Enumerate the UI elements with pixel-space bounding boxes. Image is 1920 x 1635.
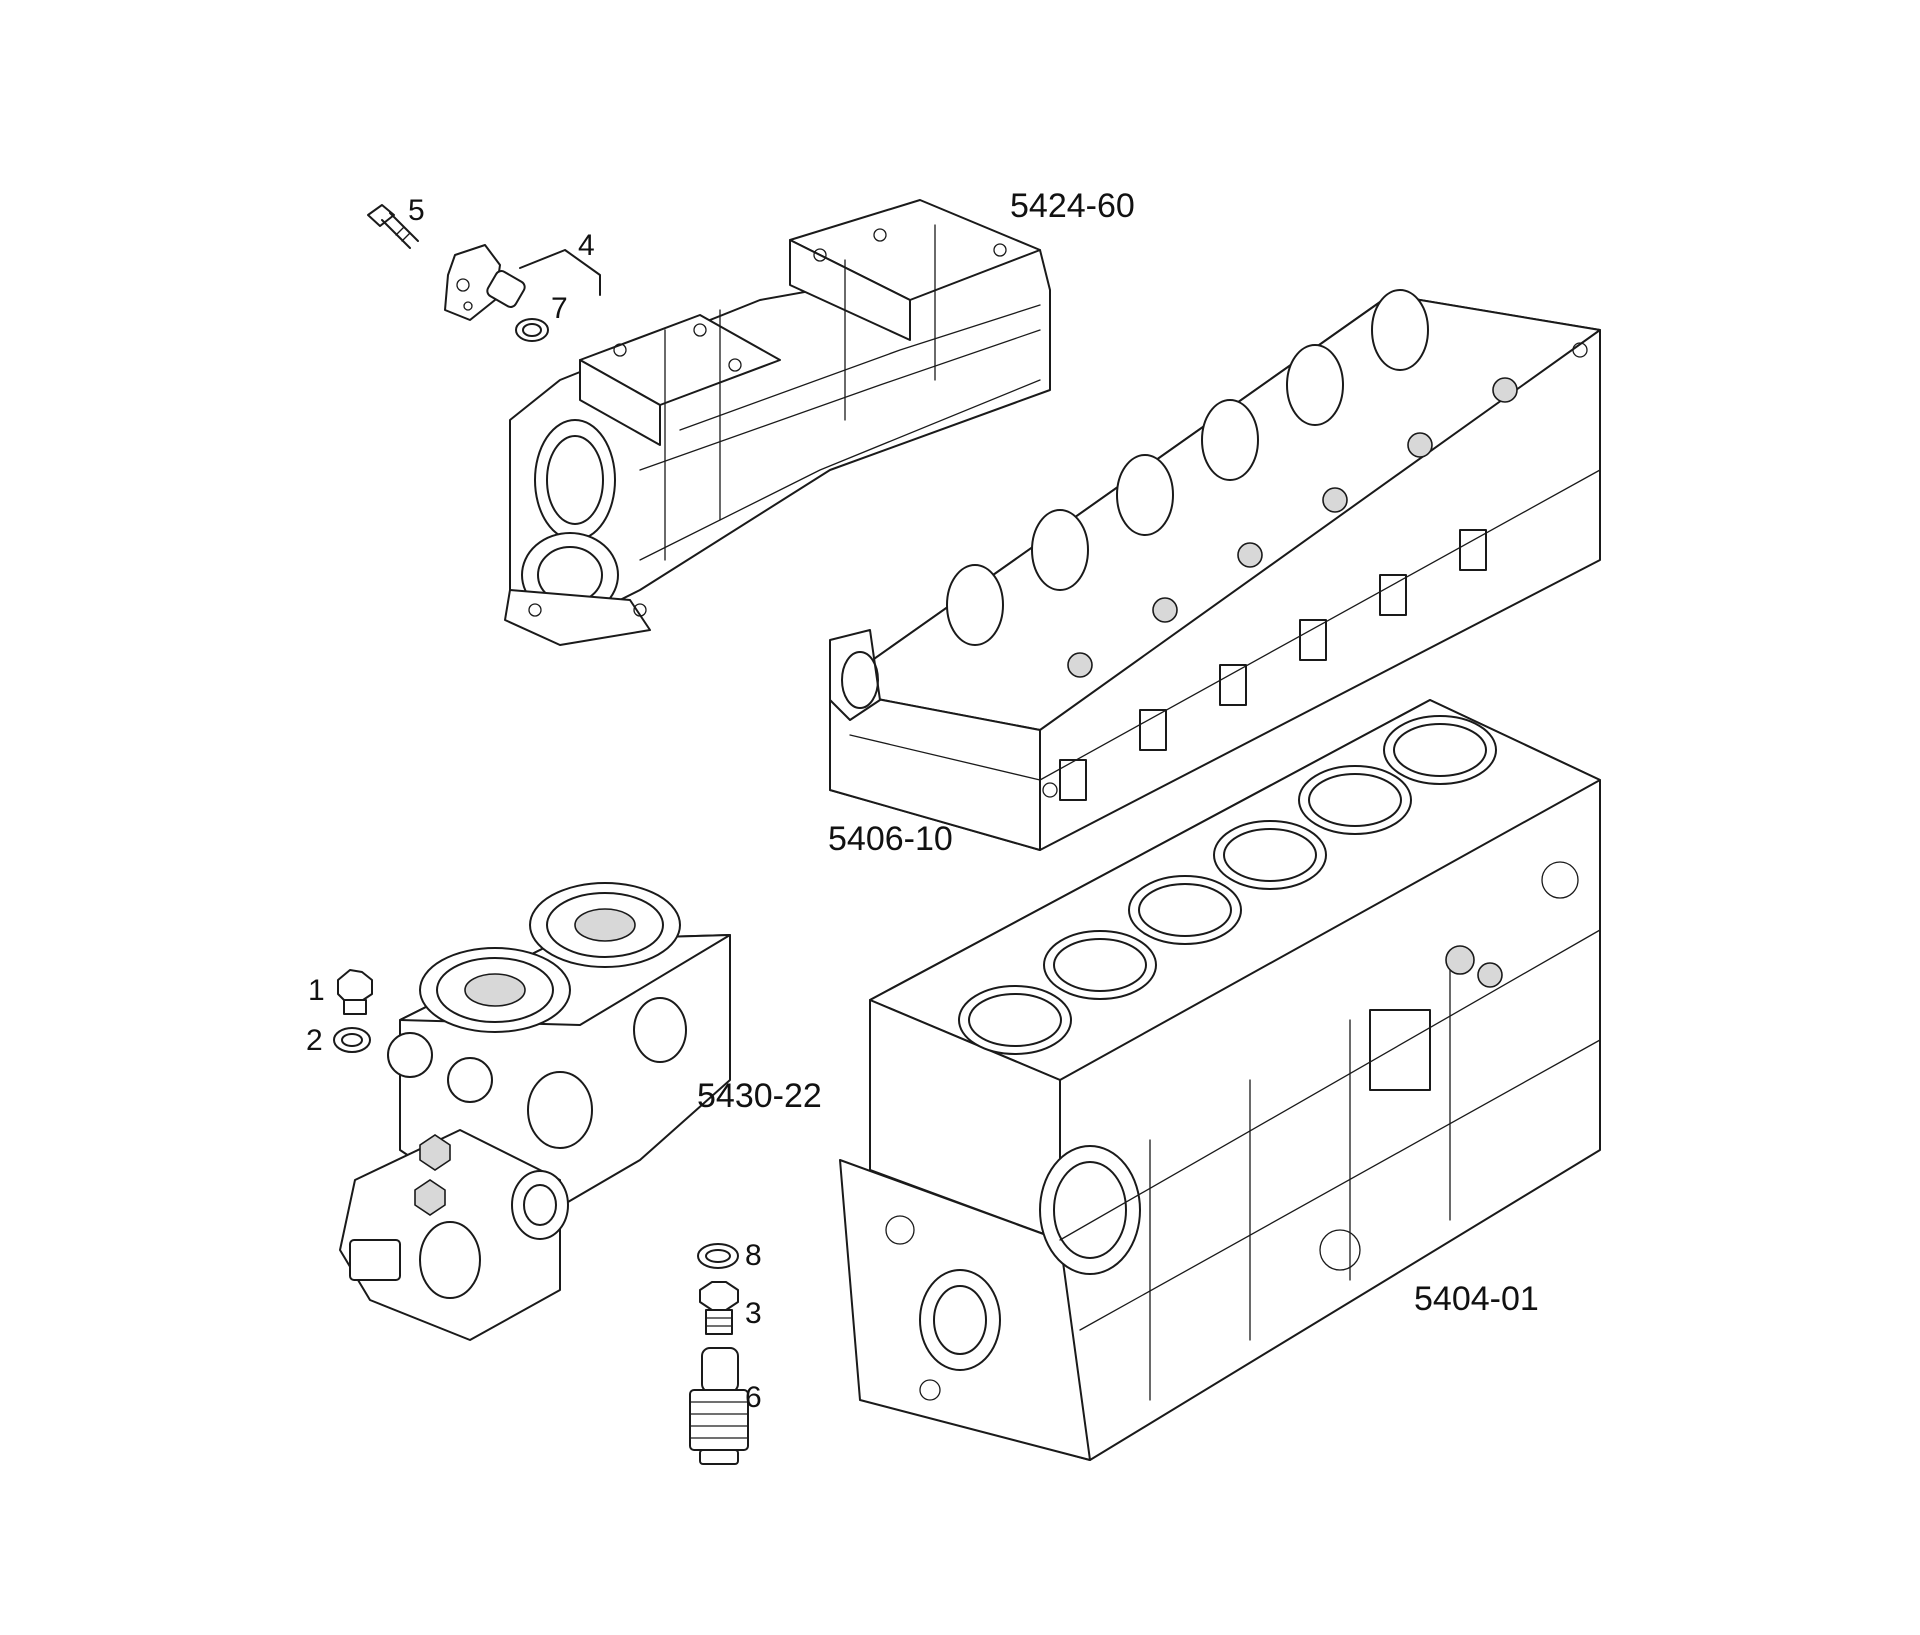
- bolt-part-5: [367, 204, 419, 249]
- label-item-6: 6: [745, 1381, 762, 1414]
- label-cylinder-head: 5406-10: [828, 820, 953, 858]
- seal-ring-part-8: [697, 1243, 739, 1269]
- label-item-8: 8: [745, 1239, 762, 1272]
- label-item-5: 5: [408, 194, 425, 227]
- label-intake-manifold: 5424-60: [1010, 187, 1135, 225]
- fitting-part-3: [699, 1281, 739, 1335]
- label-item-1: 1: [308, 974, 325, 1007]
- cylinder-head-bores: [946, 289, 1429, 646]
- sensor-part-4: [444, 244, 601, 321]
- label-cylinder-block: 5404-01: [1414, 1280, 1539, 1318]
- cylinder-block-drawing: [839, 699, 1601, 1461]
- label-item-4: 4: [578, 229, 595, 262]
- seal-ring-part-2: [333, 1027, 371, 1053]
- cylinder-block-bores: [958, 715, 1497, 1055]
- label-item-7: 7: [551, 292, 568, 325]
- item-labels: 1 2 3 4 5 6 7 8: [306, 194, 762, 1414]
- label-item-2: 2: [306, 1024, 323, 1057]
- plug-part-1: [337, 969, 373, 1015]
- cylinder-head-drawing: [829, 289, 1601, 851]
- sensor-part-6: [689, 1347, 749, 1465]
- label-item-3: 3: [745, 1297, 762, 1330]
- oil-filter-housing-drawing: [339, 882, 731, 1341]
- label-oil-filter-housing: 5430-22: [697, 1077, 822, 1115]
- seal-ring-part-7: [515, 318, 549, 342]
- intake-manifold-drawing: [504, 199, 1051, 646]
- group-labels: 5424-60 5406-10 5430-22 5404-01: [697, 187, 1539, 1318]
